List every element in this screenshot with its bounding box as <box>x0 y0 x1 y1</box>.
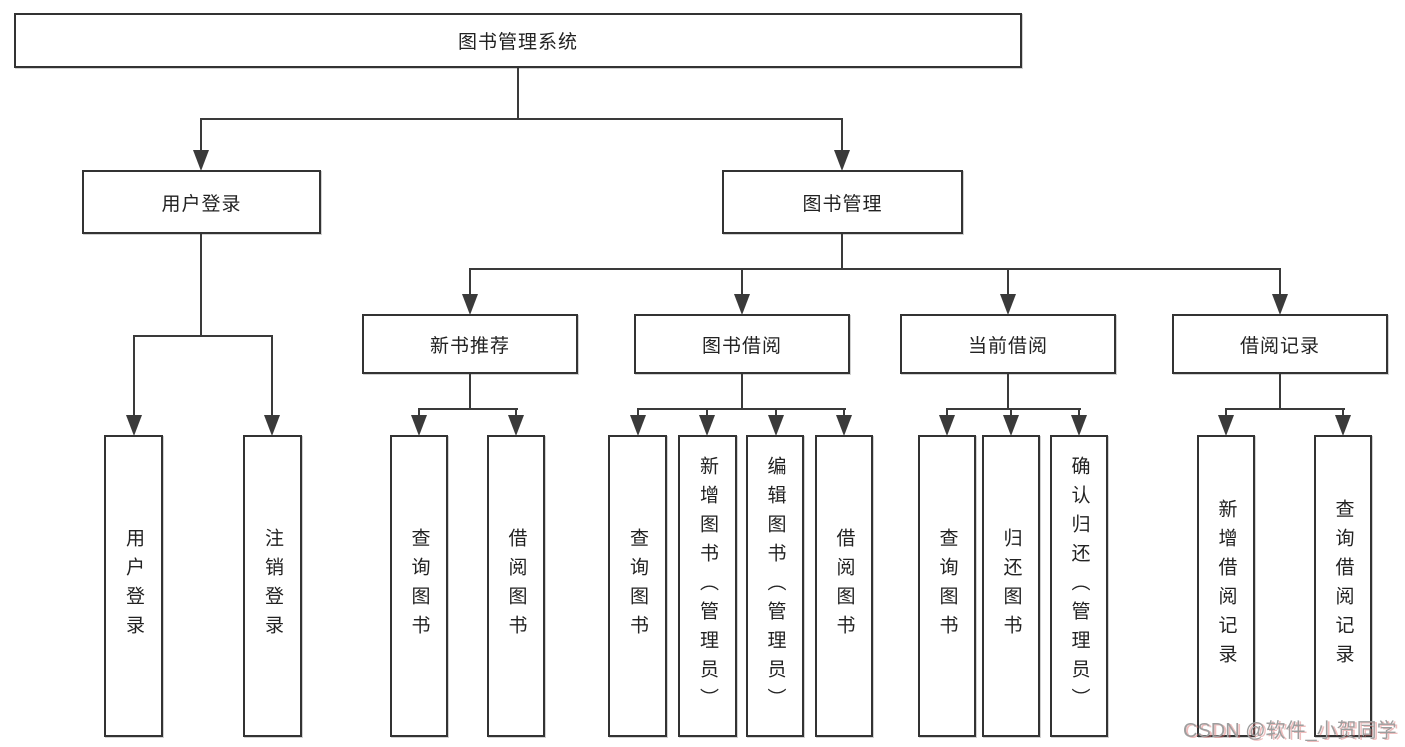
connector-vline <box>1007 268 1009 298</box>
connector-hline <box>946 408 1081 410</box>
arrowhead-down-icon <box>734 294 750 315</box>
leaf-borrow-books-label: 借阅图书 <box>833 528 855 644</box>
arrowhead-down-icon <box>508 415 524 436</box>
arrowhead-down-icon <box>1071 415 1087 436</box>
connector-vline <box>841 118 843 155</box>
connector-vline <box>1078 408 1080 419</box>
connector-vline <box>706 408 708 419</box>
node-root-label: 图书管理系统 <box>457 32 578 53</box>
node-current-borrow-label: 当前借阅 <box>967 335 1048 357</box>
leaf-logout-label: 注销登录 <box>262 528 283 644</box>
arrowhead-down-icon <box>1335 415 1351 436</box>
node-new-book-recommend-label: 新书推荐 <box>429 335 510 357</box>
node-borrow-records-label: 借阅记录 <box>1239 335 1320 357</box>
node-root: 图书管理系统 <box>14 13 1022 68</box>
connector-hline <box>637 408 846 410</box>
leaf-confirm-return-admin-label: 确认归还（管理员） <box>1068 455 1090 717</box>
connector-hline <box>469 268 1281 270</box>
connector-vline <box>1342 408 1344 419</box>
connector-vline <box>843 408 845 419</box>
connector-hline <box>1225 408 1345 410</box>
leaf-add-books-admin-label: 新增图书（管理员） <box>697 455 718 717</box>
connector-vline <box>1279 268 1281 298</box>
arrowhead-down-icon <box>768 415 784 436</box>
leaf-query-borrow-record-label: 查询借阅记录 <box>1332 499 1354 673</box>
arrowhead-down-icon <box>1003 415 1019 436</box>
connector-vline <box>418 408 420 419</box>
connector-vline <box>637 408 639 419</box>
leaf-borrow-books: 借阅图书 <box>815 435 873 737</box>
leaf-add-borrow-record-label: 新增借阅记录 <box>1215 499 1237 673</box>
leaf-logout: 注销登录 <box>243 435 302 737</box>
arrowhead-down-icon <box>834 150 850 171</box>
connector-vline <box>271 335 273 419</box>
leaf-borrow-query-books: 查询图书 <box>608 435 667 737</box>
leaf-recommend-borrow-books: 借阅图书 <box>487 435 545 737</box>
connector-vline <box>517 68 519 118</box>
leaf-current-query-books: 查询图书 <box>918 435 976 737</box>
csdn-watermark: CSDN @软件_小贺同学 <box>1183 720 1397 742</box>
node-user-login-label: 用户登录 <box>161 193 242 215</box>
arrowhead-down-icon <box>411 415 427 436</box>
connector-hline <box>200 118 843 120</box>
arrowhead-down-icon <box>1272 294 1288 315</box>
node-user-login: 用户登录 <box>82 170 321 234</box>
leaf-recommend-query-books: 查询图书 <box>390 435 448 737</box>
connector-vline <box>200 234 202 335</box>
arrowhead-down-icon <box>836 415 852 436</box>
leaf-recommend-borrow-books-label: 借阅图书 <box>505 528 527 644</box>
connector-vline <box>1279 374 1281 408</box>
connector-vline <box>200 118 202 155</box>
arrowhead-down-icon <box>630 415 646 436</box>
connector-vline <box>515 408 517 419</box>
connector-vline <box>1007 374 1009 408</box>
connector-hline <box>133 335 273 337</box>
arrowhead-down-icon <box>462 294 478 315</box>
connector-vline <box>741 268 743 298</box>
leaf-current-query-books-label: 查询图书 <box>936 528 958 644</box>
leaf-add-borrow-record: 新增借阅记录 <box>1197 435 1255 737</box>
node-book-borrow-label: 图书借阅 <box>701 335 782 357</box>
arrowhead-down-icon <box>193 150 209 171</box>
connector-vline <box>469 374 471 408</box>
connector-vline <box>133 335 135 419</box>
leaf-confirm-return-admin: 确认归还（管理员） <box>1050 435 1108 737</box>
leaf-return-books-label: 归还图书 <box>1000 528 1022 644</box>
leaf-recommend-query-books-label: 查询图书 <box>408 528 430 644</box>
node-book-management: 图书管理 <box>722 170 963 234</box>
connector-vline <box>469 268 471 298</box>
leaf-add-books-admin: 新增图书（管理员） <box>678 435 737 737</box>
leaf-edit-books-admin-label: 编辑图书（管理员） <box>764 455 786 717</box>
connector-hline <box>418 408 518 410</box>
connector-vline <box>775 408 777 419</box>
node-current-borrow: 当前借阅 <box>900 314 1116 374</box>
arrowhead-down-icon <box>126 415 142 436</box>
arrowhead-down-icon <box>939 415 955 436</box>
arrowhead-down-icon <box>264 415 280 436</box>
leaf-edit-books-admin: 编辑图书（管理员） <box>746 435 804 737</box>
leaf-user-login: 用户登录 <box>104 435 163 737</box>
leaf-return-books: 归还图书 <box>982 435 1040 737</box>
leaf-borrow-query-books-label: 查询图书 <box>627 528 648 644</box>
connector-vline <box>946 408 948 419</box>
connector-vline <box>1010 408 1012 419</box>
arrowhead-down-icon <box>1000 294 1016 315</box>
connector-vline <box>1225 408 1227 419</box>
node-borrow-records: 借阅记录 <box>1172 314 1388 374</box>
node-book-borrow: 图书借阅 <box>634 314 850 374</box>
connector-vline <box>741 374 743 408</box>
arrowhead-down-icon <box>1218 415 1234 436</box>
leaf-query-borrow-record: 查询借阅记录 <box>1314 435 1372 737</box>
connector-vline <box>841 234 843 268</box>
node-new-book-recommend: 新书推荐 <box>362 314 578 374</box>
node-book-management-label: 图书管理 <box>802 193 883 215</box>
leaf-user-login-label: 用户登录 <box>123 528 144 644</box>
arrowhead-down-icon <box>699 415 715 436</box>
